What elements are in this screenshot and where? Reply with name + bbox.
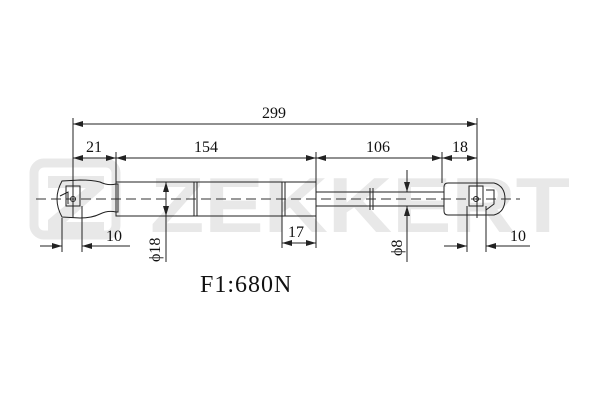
svg-text:ZEKKERT: ZEKKERT [150,161,570,249]
right-eye-fitting [443,182,506,216]
dim-body-length: 154 [194,139,218,156]
dim-left-eye-offset: 21 [86,139,102,156]
dim-body-end-cap: 17 [288,224,304,241]
force-rating: F1:680N [200,272,293,298]
dim-rod-diameter: ϕ8 [389,239,406,256]
dim-right-eye-offset: 18 [452,139,468,156]
dimension-lines [40,121,530,262]
dim-body-diameter: ϕ18 [147,237,164,262]
dim-rod-length: 106 [366,139,390,156]
dim-left-eye-width: 10 [106,228,122,245]
dim-right-eye-width: 10 [510,228,526,245]
dim-total-length: 299 [262,105,286,122]
piston-rod [316,188,444,210]
